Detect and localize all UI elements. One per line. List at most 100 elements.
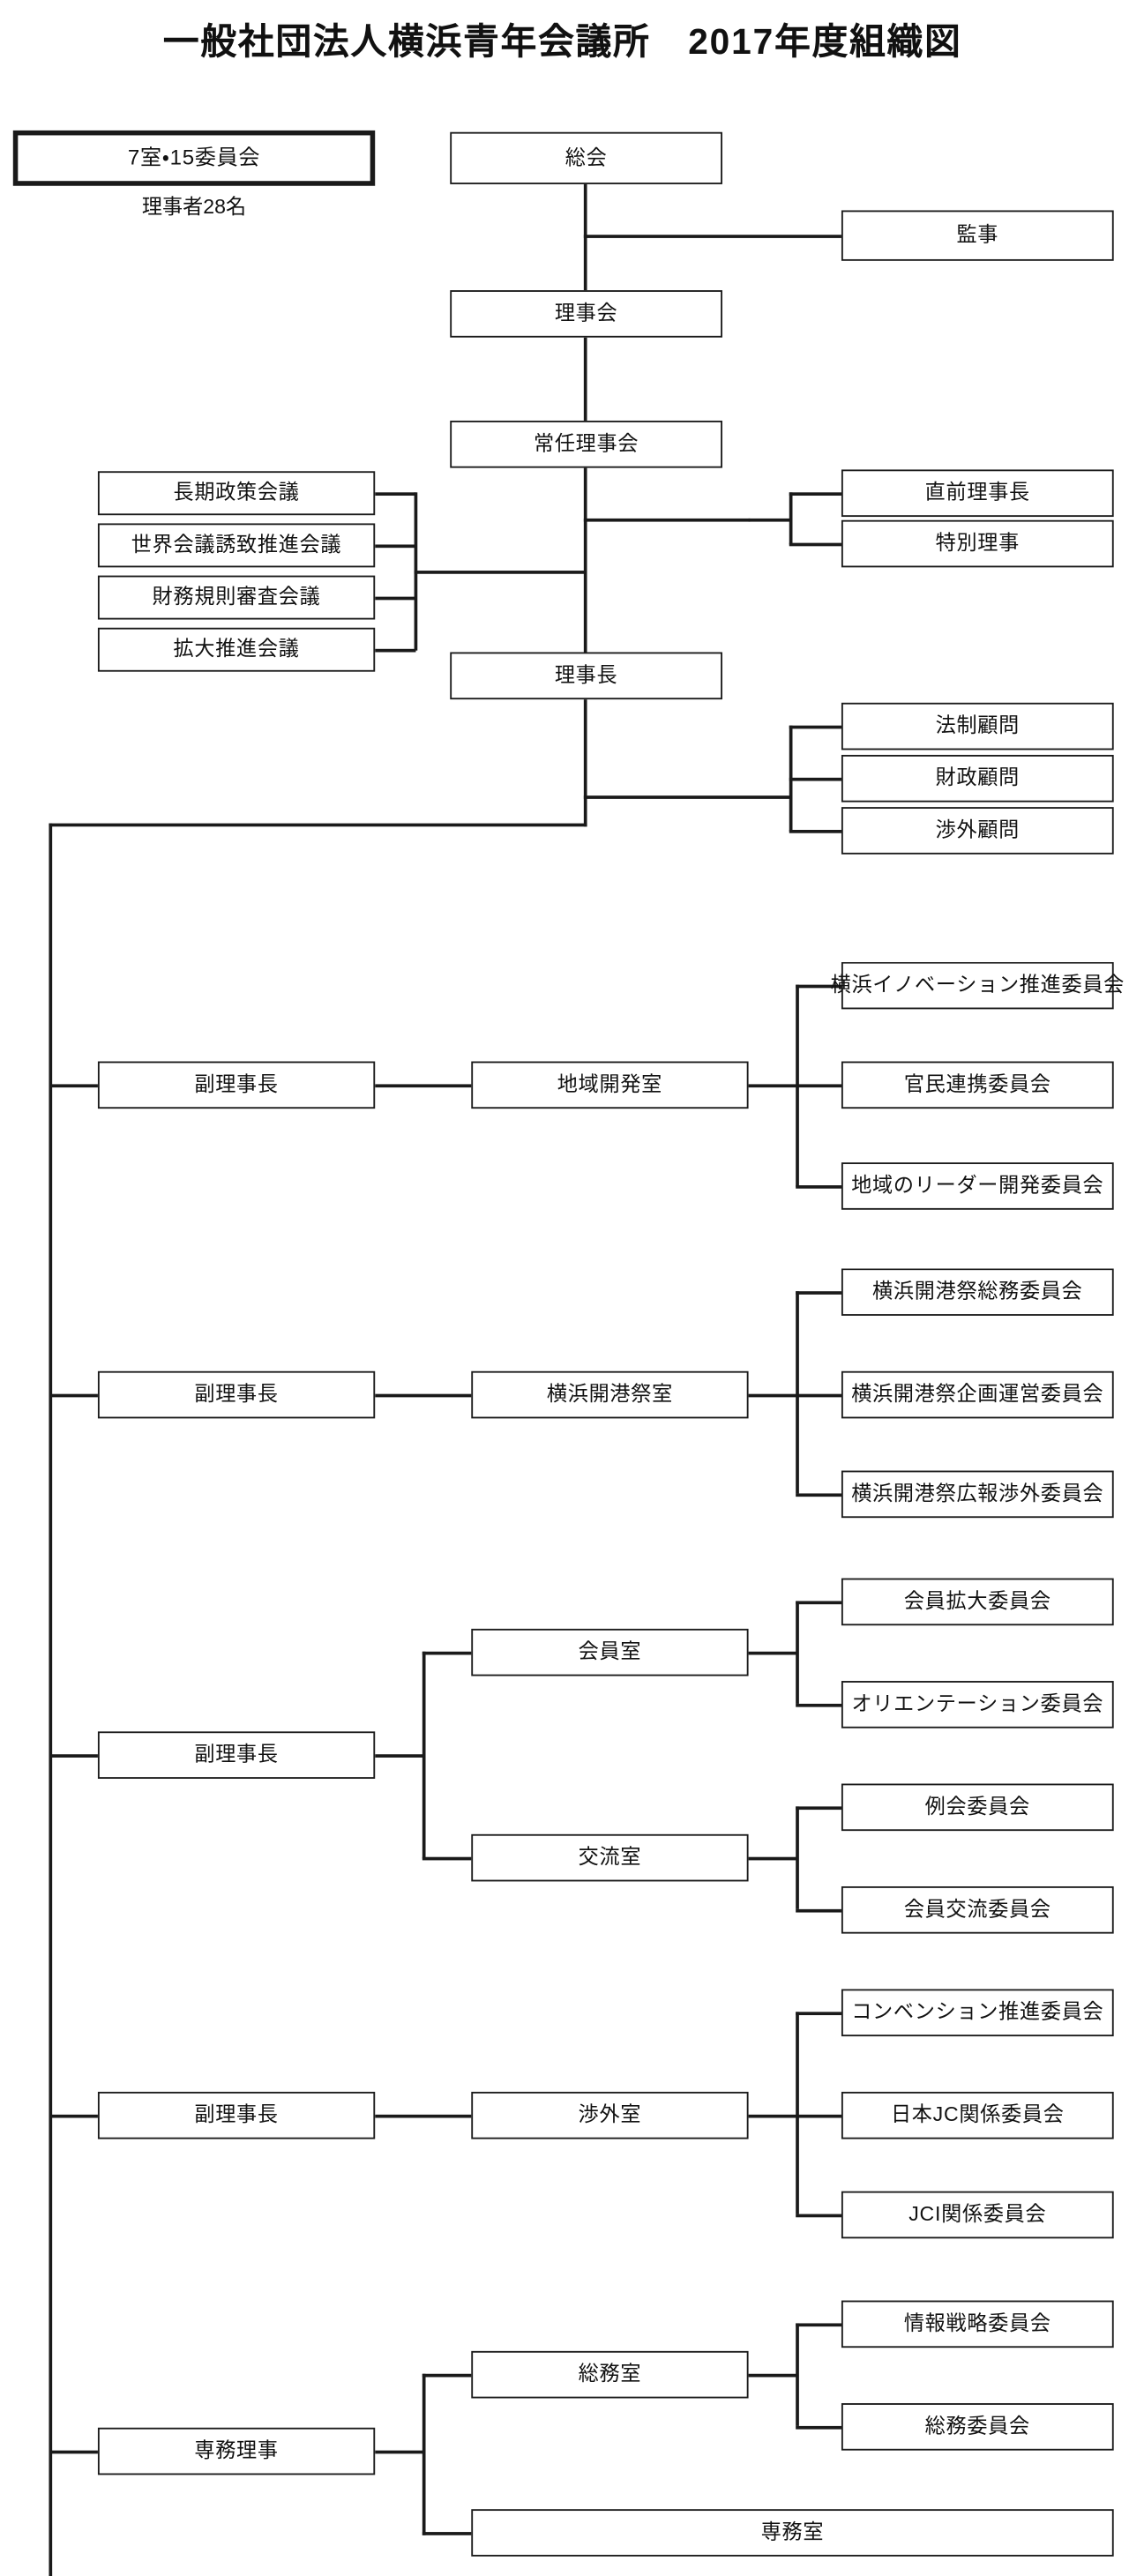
node-committee-0-0-2-label: 地域のリーダー開発委員会	[851, 1174, 1104, 1198]
line-committee-2-0-0-stub	[796, 1601, 843, 1604]
node-room-2-1: 交流室	[471, 1833, 749, 1882]
line-officer-2-stub	[375, 1754, 424, 1758]
line-room-0-0-to-spine	[748, 1084, 798, 1087]
node-committee-0-0-0-label: 横浜イノベーション推進委員会	[830, 974, 1125, 997]
node-room-3-0-label: 渉外室	[578, 2103, 642, 2127]
node-committee-4-0-0: 情報戦略委員会	[841, 2300, 1114, 2348]
node-committee-0-0-0: 横浜イノベーション推進委員会	[831, 961, 1124, 1010]
line-officer-4-spine	[422, 2373, 426, 2535]
node-president: 理事長	[450, 652, 722, 700]
node-special-director-1-label: 特別理事	[935, 532, 1021, 556]
node-committee-3-0-1: 日本JC関係委員会	[841, 2091, 1114, 2139]
line-advisor-2-stub	[789, 830, 843, 833]
line-room-4-0-to-spine	[748, 2373, 798, 2378]
line-room-2-0-to-spine	[748, 1651, 798, 1655]
node-general-meeting: 総会	[450, 131, 722, 184]
node-standing-board-label: 常任理事会	[533, 432, 639, 456]
line-officer-1-to-room-0	[375, 1393, 474, 1397]
summary-box-label: 7室・15委員会	[127, 144, 261, 169]
node-advisor-2-label: 渉外顧問	[935, 818, 1021, 842]
line-conference-to-trunk	[414, 571, 586, 574]
line-officer-0-to-room-0	[375, 1084, 474, 1087]
node-room-0-0: 地域開発室	[471, 1061, 749, 1109]
line-officer-2-to-room-1	[422, 1856, 474, 1861]
line-rail-to-officer-2	[49, 1754, 101, 1758]
node-conference-0-label: 長期政策会議	[173, 481, 300, 504]
line-conference-1-stub	[375, 544, 416, 548]
line-rail-to-officer-0	[49, 1084, 101, 1087]
line-president-down	[583, 699, 587, 827]
node-committee-3-0-0-label: コンベンション推進委員会	[851, 2000, 1104, 2024]
line-committee-0-0-0-stub	[796, 984, 843, 988]
node-special-director-0: 直前理事長	[841, 469, 1114, 518]
node-room-1-0-label: 横浜開港祭室	[546, 1383, 673, 1407]
line-special-1-stub	[789, 542, 843, 546]
line-officer-2-spine	[422, 1651, 426, 1859]
line-officer-4-to-room-0	[422, 2373, 474, 2378]
node-special-director-0-label: 直前理事長	[924, 481, 1030, 504]
node-officer-4: 専務理事	[97, 2427, 376, 2475]
node-conference-0: 長期政策会議	[97, 471, 376, 516]
node-conference-1-label: 世界会議誘致推進会議	[131, 534, 342, 556]
node-committee-2-0-0-label: 会員拡大委員会	[903, 1590, 1051, 1613]
node-committee-3-0-2: JCI関係委員会	[841, 2191, 1114, 2239]
node-committee-3-0-2-label: JCI関係委員会	[908, 2203, 1047, 2227]
node-committee-1-0-0-label: 横浜開港祭総務委員会	[872, 1280, 1083, 1303]
line-committee-2-1-1-stub	[796, 1908, 843, 1913]
node-president-label: 理事長	[554, 664, 618, 687]
node-board-label: 理事会	[554, 302, 618, 325]
line-advisor-1-stub	[789, 777, 843, 781]
line-rail-to-officer-3	[49, 2114, 101, 2118]
node-room-2-0: 会員室	[471, 1628, 749, 1676]
node-committee-0-0-1: 官民連携委員会	[841, 1061, 1114, 1109]
node-special-director-1: 特別理事	[841, 519, 1114, 568]
node-committee-2-1-0-label: 例会委員会	[924, 1796, 1030, 1818]
node-room-4-0-label: 総務室	[578, 2363, 642, 2386]
line-conference-2-stub	[375, 596, 416, 600]
line-president-to-rail	[49, 823, 587, 826]
node-advisor-1: 財政顧問	[841, 754, 1114, 803]
line-committee-4-0-0-stub	[796, 2323, 843, 2326]
node-committee-4-0-0-label: 情報戦略委員会	[903, 2312, 1051, 2335]
node-officer-4-label: 専務理事	[194, 2439, 279, 2463]
node-committee-2-1-1: 会員交流委員会	[841, 1885, 1114, 1934]
node-committee-2-0-0: 会員拡大委員会	[841, 1578, 1114, 1626]
line-special-spine	[789, 492, 793, 545]
page-title: 一般社団法人横浜青年会議所 2017年度組織図	[162, 21, 962, 63]
node-committee-1-0-1: 横浜開港祭企画運営委員会	[841, 1370, 1114, 1419]
line-committee-4-0-1-stub	[796, 2425, 843, 2430]
node-room-2-1-label: 交流室	[578, 1846, 642, 1870]
line-committee-2-1-0-stub	[796, 1806, 843, 1810]
node-conference-3-label: 拡大推進会議	[173, 638, 300, 661]
line-committee-1-0-1-stub	[796, 1393, 843, 1397]
node-auditor: 監事	[841, 210, 1114, 261]
line-rail-to-officer-1	[49, 1393, 101, 1397]
line-officer-4-stub	[375, 2450, 424, 2453]
node-committee-1-0-2: 横浜開港祭広報渉外委員会	[841, 1470, 1114, 1519]
line-committee-3-0-1-stub	[796, 2114, 843, 2118]
node-general-meeting-label: 総会	[564, 146, 608, 169]
node-advisor-0: 法制顧問	[841, 702, 1114, 750]
line-room-2-1-to-spine	[748, 1856, 798, 1861]
node-committee-0-0-1-label: 官民連携委員会	[903, 1073, 1051, 1096]
line-room-3-0-spine	[796, 2012, 799, 2214]
node-conference-3: 拡大推進会議	[97, 627, 376, 672]
node-conference-2-label: 財務規則審査会議	[152, 586, 321, 609]
line-conference-0-stub	[375, 492, 416, 496]
node-committee-3-0-0: コンベンション推進委員会	[841, 1989, 1114, 2037]
node-officer-1-label: 副理事長	[194, 1383, 279, 1407]
line-gm-to-auditor	[583, 235, 841, 238]
line-committee-1-0-2-stub	[796, 1493, 843, 1497]
node-committee-2-1-1-label: 会員交流委員会	[903, 1898, 1051, 1922]
node-officer-1: 副理事長	[97, 1370, 376, 1419]
summary-box: 7室・15委員会	[12, 130, 376, 186]
line-advisor-0-stub	[789, 725, 843, 729]
node-officer-2-label: 副理事長	[194, 1743, 279, 1766]
line-conference-3-stub	[375, 648, 416, 653]
node-room-4-0: 総務室	[471, 2350, 749, 2399]
line-main-rail	[49, 823, 52, 2576]
line-committee-3-0-0-stub	[796, 2012, 843, 2015]
line-committee-3-0-2-stub	[796, 2214, 843, 2217]
line-committee-0-0-2-stub	[796, 1185, 843, 1189]
